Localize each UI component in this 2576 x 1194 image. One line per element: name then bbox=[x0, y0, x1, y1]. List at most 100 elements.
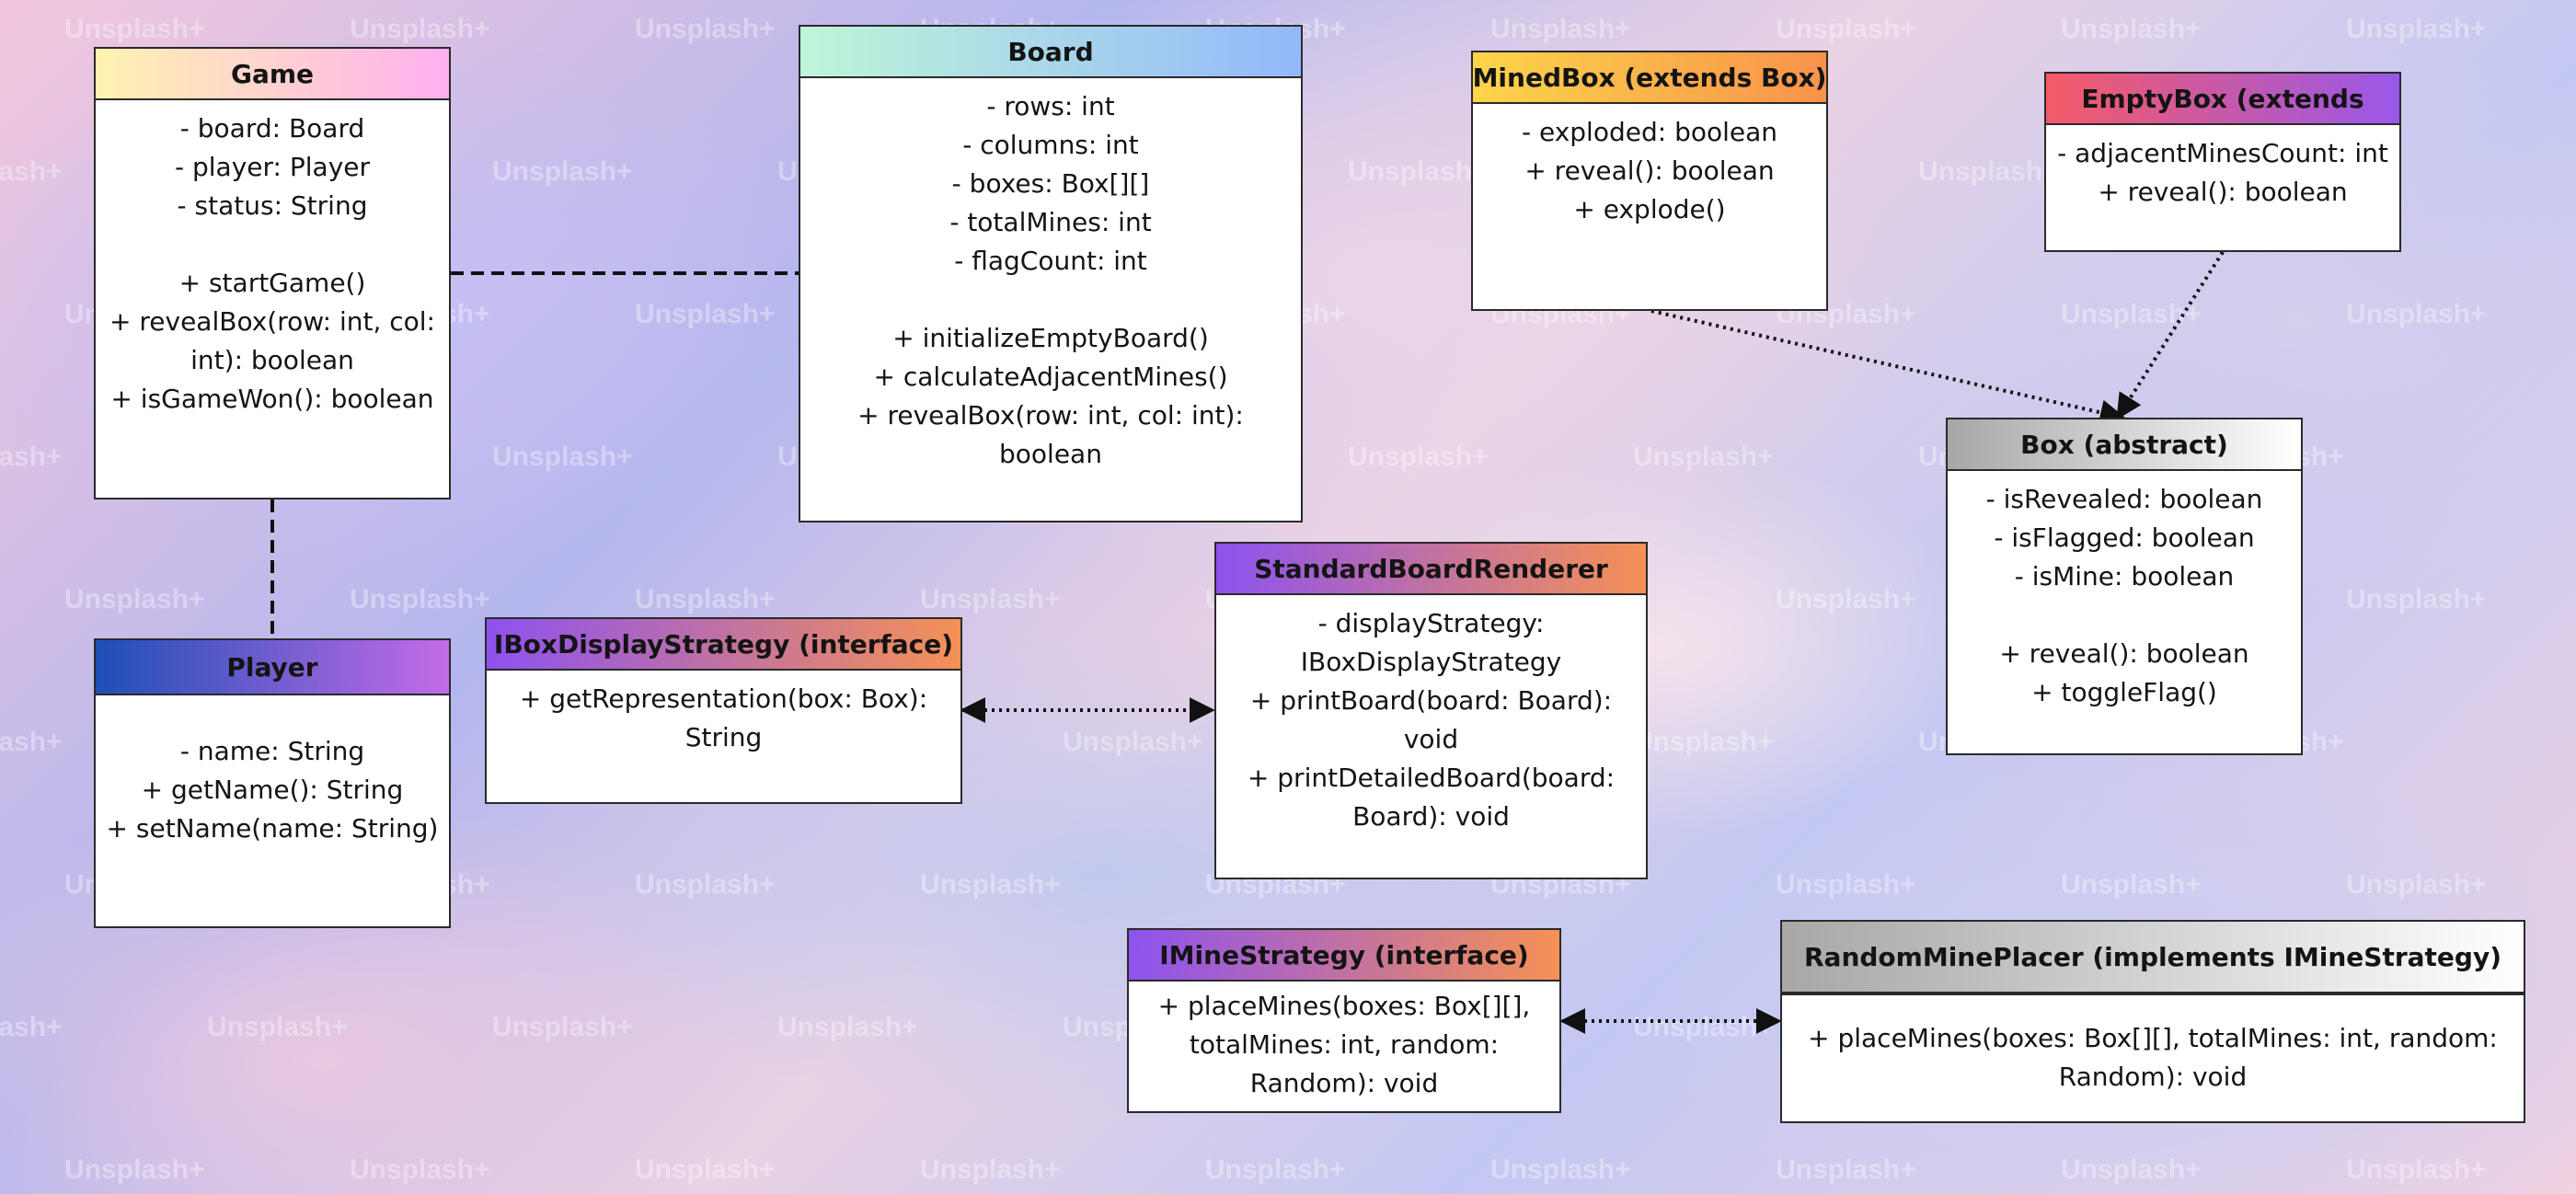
method: + initializeEmptyBoard() bbox=[892, 323, 1209, 353]
attribute: - isMine: boolean bbox=[2014, 561, 2235, 591]
method: + getRepresentation(box: Box): bbox=[519, 683, 928, 714]
unsplash-watermark: Unsplash+ bbox=[1348, 156, 1489, 187]
class-random-mine-placer[interactable]: RandomMinePlacer (implements IMineStrate… bbox=[1780, 920, 2525, 1123]
unsplash-watermark: Unsplash+ bbox=[0, 442, 63, 472]
unsplash-watermark: Unsplash+ bbox=[64, 14, 205, 44]
unsplash-watermark: Unsplash+ bbox=[920, 869, 1061, 900]
class-player-title: Player bbox=[226, 651, 318, 683]
method: Random): void bbox=[1249, 1068, 1439, 1098]
unsplash-watermark: Unsplash+ bbox=[64, 584, 205, 614]
class-player-header: Player bbox=[96, 640, 449, 695]
class-box[interactable]: Box (abstract) - isRevealed: boolean - i… bbox=[1946, 418, 2303, 755]
unsplash-watermark: Unsplash+ bbox=[1918, 156, 2059, 187]
unsplash-watermark: Unsplash+ bbox=[0, 1012, 63, 1042]
class-game[interactable]: Game - board: Board - player: Player - s… bbox=[94, 47, 451, 499]
unsplash-watermark: Unsplash+ bbox=[1776, 14, 1916, 44]
emptybox-inherits-box bbox=[2116, 250, 2225, 420]
unsplash-watermark: Unsplash+ bbox=[2346, 584, 2487, 614]
method: + getName(): String bbox=[141, 775, 404, 805]
class-box-header: Box (abstract) bbox=[1948, 419, 2301, 471]
attribute: - player: Player bbox=[175, 152, 370, 182]
class-standard-board-renderer-title: StandardBoardRenderer bbox=[1254, 553, 1608, 584]
unsplash-watermark: Unsplash+ bbox=[1205, 1154, 1346, 1185]
unsplash-watermark: Unsplash+ bbox=[2061, 14, 2202, 44]
unsplash-watermark: Unsplash+ bbox=[635, 1154, 776, 1185]
attribute: - status: String bbox=[177, 190, 368, 221]
class-imine-strategy[interactable]: IMineStrategy (interface) + placeMines(b… bbox=[1127, 928, 1561, 1113]
unsplash-watermark: Unsplash+ bbox=[350, 14, 490, 44]
attribute: - isRevealed: boolean bbox=[1985, 484, 2263, 514]
attribute: - name: String bbox=[179, 736, 365, 766]
unsplash-watermark: Unsplash+ bbox=[920, 1154, 1061, 1185]
method: void bbox=[1403, 724, 1459, 754]
method: + startGame() bbox=[178, 268, 366, 298]
attribute: - columns: int bbox=[962, 130, 1139, 160]
class-mined-box-title: MinedBox (extends Box) bbox=[1472, 62, 1827, 93]
unsplash-watermark: Unsplash+ bbox=[777, 1012, 918, 1042]
unsplash-watermark: Unsplash+ bbox=[350, 1154, 490, 1185]
class-standard-board-renderer-header: StandardBoardRenderer bbox=[1216, 544, 1646, 595]
class-empty-box[interactable]: EmptyBox (extends - adjacentMinesCount: … bbox=[2044, 72, 2401, 252]
class-box-title: Box (abstract) bbox=[2020, 429, 2228, 460]
class-empty-box-title: EmptyBox (extends bbox=[2081, 83, 2364, 114]
unsplash-watermark: Unsplash+ bbox=[64, 1154, 205, 1185]
unsplash-watermark: Unsplash+ bbox=[1490, 1154, 1631, 1185]
unsplash-watermark: Unsplash+ bbox=[350, 584, 490, 614]
unsplash-watermark: Unsplash+ bbox=[492, 442, 633, 472]
attribute: IBoxDisplayStrategy bbox=[1300, 647, 1562, 677]
class-ibox-display-strategy-title: IBoxDisplayStrategy (interface) bbox=[493, 628, 954, 660]
method: int): boolean bbox=[190, 345, 354, 375]
method: + revealBox(row: int, col: bbox=[109, 306, 435, 337]
attribute: - isFlagged: boolean bbox=[1994, 522, 2255, 553]
class-imine-strategy-header: IMineStrategy (interface) bbox=[1129, 930, 1559, 982]
method: + explode() bbox=[1573, 194, 1726, 224]
method: + placeMines(boxes: Box[][], totalMines:… bbox=[1808, 1023, 2498, 1053]
attribute: - totalMines: int bbox=[949, 207, 1152, 237]
class-game-title: Game bbox=[230, 58, 315, 89]
method: String bbox=[684, 722, 763, 752]
class-ibox-display-strategy[interactable]: IBoxDisplayStrategy (interface) + getRep… bbox=[485, 617, 962, 804]
method: + reveal(): boolean bbox=[1524, 155, 1775, 186]
attribute: - exploded: boolean bbox=[1521, 117, 1778, 147]
class-random-mine-placer-title: RandomMinePlacer (implements IMineStrate… bbox=[1803, 941, 2501, 972]
unsplash-watermark: Unsplash+ bbox=[2346, 14, 2487, 44]
method: + printBoard(board: Board): bbox=[1249, 685, 1613, 716]
unsplash-watermark: Unsplash+ bbox=[0, 727, 63, 757]
class-player[interactable]: Player - name: String + getName(): Strin… bbox=[94, 638, 451, 928]
unsplash-watermark: Unsplash+ bbox=[635, 299, 776, 329]
class-board[interactable]: Board - rows: int - columns: int - boxes… bbox=[799, 25, 1303, 522]
method: + calculateAdjacentMines() bbox=[873, 362, 1228, 392]
class-board-header: Board bbox=[800, 27, 1301, 78]
unsplash-watermark: Unsplash+ bbox=[2346, 869, 2487, 900]
class-empty-box-header: EmptyBox (extends bbox=[2046, 74, 2399, 125]
attribute: - boxes: Box[][] bbox=[951, 168, 1150, 199]
unsplash-watermark: Unsplash+ bbox=[1633, 727, 1774, 757]
class-standard-board-renderer[interactable]: StandardBoardRenderer - displayStrategy:… bbox=[1214, 542, 1648, 879]
class-board-title: Board bbox=[1007, 36, 1094, 67]
unsplash-watermark: Unsplash+ bbox=[207, 1012, 348, 1042]
attribute: - rows: int bbox=[986, 91, 1115, 121]
unsplash-watermark: Unsplash+ bbox=[1776, 584, 1916, 614]
class-imine-strategy-title: IMineStrategy (interface) bbox=[1159, 939, 1529, 970]
method: + reveal(): boolean bbox=[1999, 638, 2249, 669]
method: + printDetailedBoard(board: bbox=[1247, 763, 1616, 793]
unsplash-watermark: Unsplash+ bbox=[1348, 442, 1489, 472]
unsplash-watermark: Unsplash+ bbox=[1063, 727, 1203, 757]
method: + setName(name: String) bbox=[106, 813, 439, 844]
class-game-header: Game bbox=[96, 49, 449, 100]
attribute: - flagCount: int bbox=[954, 246, 1147, 276]
unsplash-watermark: Unsplash+ bbox=[492, 1012, 633, 1042]
method: Random): void bbox=[2058, 1062, 2248, 1092]
class-ibox-display-strategy-header: IBoxDisplayStrategy (interface) bbox=[487, 619, 960, 671]
unsplash-watermark: Unsplash+ bbox=[2061, 869, 2202, 900]
unsplash-watermark: Unsplash+ bbox=[2061, 299, 2202, 329]
method: + revealBox(row: int, col: int): boolean bbox=[857, 400, 1244, 469]
method: totalMines: int, random: bbox=[1189, 1029, 1500, 1060]
attribute: - displayStrategy: bbox=[1317, 608, 1545, 638]
unsplash-watermark: Unsplash+ bbox=[1490, 14, 1631, 44]
attribute: - adjacentMinesCount: int bbox=[2057, 138, 2388, 168]
class-mined-box[interactable]: MinedBox (extends Box) - exploded: boole… bbox=[1471, 51, 1828, 311]
method: + reveal(): boolean bbox=[2098, 177, 2348, 207]
unsplash-watermark: Unsplash+ bbox=[2346, 1154, 2487, 1185]
